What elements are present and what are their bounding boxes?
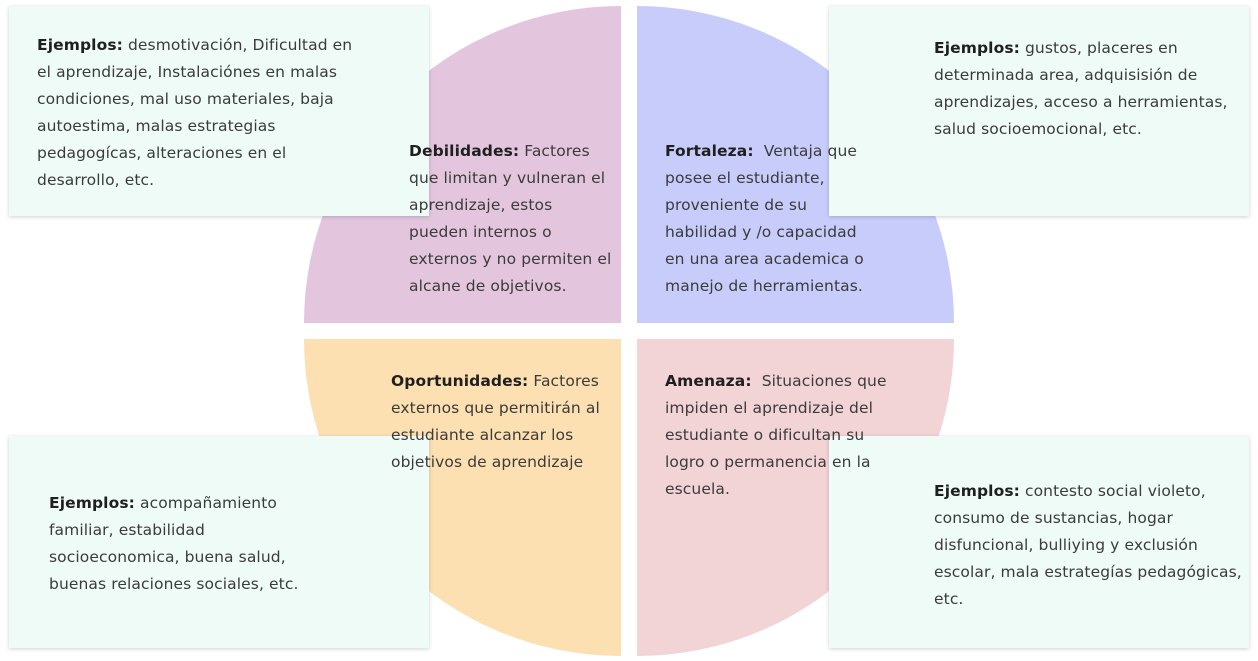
quadrant-text-amenaza: Amenaza: Situaciones que impiden el apre…	[665, 368, 890, 503]
examples-text-fortaleza: Ejemplos: gustos, placeres en determinad…	[934, 35, 1234, 143]
examples-card-oportunidades	[9, 436, 429, 648]
examples-label: Ejemplos:	[934, 39, 1020, 57]
examples-body: contesto social violeto, consumo de sust…	[934, 482, 1242, 608]
examples-label: Ejemplos:	[49, 494, 135, 512]
examples-body: gustos, placeres en determinada area, ad…	[934, 39, 1228, 138]
examples-card-fortaleza	[829, 6, 1249, 216]
quadrant-text-fortaleza: Fortaleza: Ventaja que posee el estudian…	[665, 138, 880, 300]
examples-card-amenaza	[829, 436, 1249, 648]
quadrant-body: Factores que limitan y vulneran el apren…	[409, 142, 612, 295]
quadrant-label: Debilidades:	[409, 142, 520, 160]
quadrant-text-debilidades: Debilidades: Factores que limitan y vuln…	[409, 138, 614, 300]
quadrant-label: Oportunidades:	[391, 372, 529, 390]
quadrant-body: Factores externos que permitirán al estu…	[391, 372, 600, 471]
examples-text-amenaza: Ejemplos: contesto social violeto, consu…	[934, 478, 1244, 613]
examples-label: Ejemplos:	[37, 36, 123, 54]
examples-body: desmotivación, Dificultad en el aprendiz…	[37, 36, 353, 189]
examples-card-debilidades	[9, 6, 429, 216]
quadrant-text-oportunidades: Oportunidades: Factores externos que per…	[391, 368, 611, 476]
examples-body: acompañamiento familiar, estabilidad soc…	[49, 494, 299, 593]
quadrant-label: Amenaza:	[665, 372, 752, 390]
examples-text-oportunidades: Ejemplos: acompañamiento familiar, estab…	[49, 490, 339, 598]
quadrant-body: Ventaja que posee el estudiante, proveni…	[665, 142, 869, 295]
quadrant-label: Fortaleza:	[665, 142, 754, 160]
examples-label: Ejemplos:	[934, 482, 1020, 500]
quadrant-body: Situaciones que impiden el aprendizaje d…	[665, 372, 892, 498]
examples-text-debilidades: Ejemplos: desmotivación, Dificultad en e…	[37, 32, 357, 194]
